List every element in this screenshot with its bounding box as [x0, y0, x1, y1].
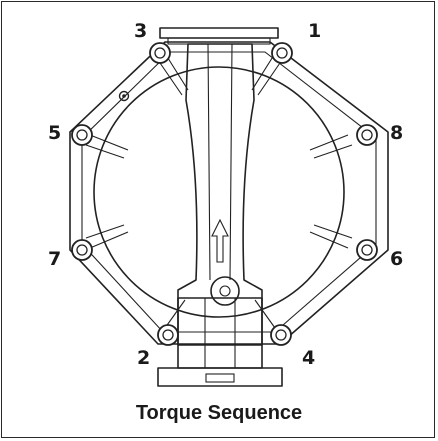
stem-pin — [219, 285, 231, 297]
bottom-flange-slot — [205, 373, 235, 383]
top-flange-plate — [159, 27, 279, 39]
valve-stem — [177, 43, 263, 346]
bolt-5 — [71, 124, 93, 146]
marker-dot-center — [122, 94, 126, 98]
valve-disc — [93, 66, 345, 318]
bolt-label-7: 7 — [48, 248, 61, 270]
bolt-6 — [356, 239, 378, 261]
top-flange-step — [167, 37, 271, 45]
bolt-label-8: 8 — [390, 122, 403, 144]
flange-inner-outline — [81, 51, 377, 333]
bolt-label-1: 1 — [308, 20, 321, 42]
bolt-3 — [149, 42, 171, 64]
bottom-body-lines — [204, 298, 236, 368]
bolt-label-5: 5 — [48, 122, 61, 144]
marker-dot — [118, 90, 130, 102]
flow-arrow-icon — [211, 218, 229, 263]
bolt-8 — [356, 124, 378, 146]
bolt-label-4: 4 — [302, 347, 315, 369]
bolt-label-2: 2 — [137, 347, 150, 369]
bolt-slots — [85, 54, 353, 329]
stem-boss — [210, 276, 240, 306]
bolt-2 — [157, 324, 179, 346]
bolt-7 — [71, 239, 93, 261]
bolt-label-3: 3 — [134, 20, 147, 42]
bolt-4 — [270, 324, 292, 346]
bottom-body — [177, 297, 263, 369]
diagram-caption: Torque Sequence — [135, 402, 303, 424]
bolt-label-6: 6 — [390, 248, 403, 270]
bottom-flange-plate — [157, 367, 283, 387]
bolt-1 — [271, 42, 293, 64]
stem-inner-lines — [207, 43, 233, 281]
